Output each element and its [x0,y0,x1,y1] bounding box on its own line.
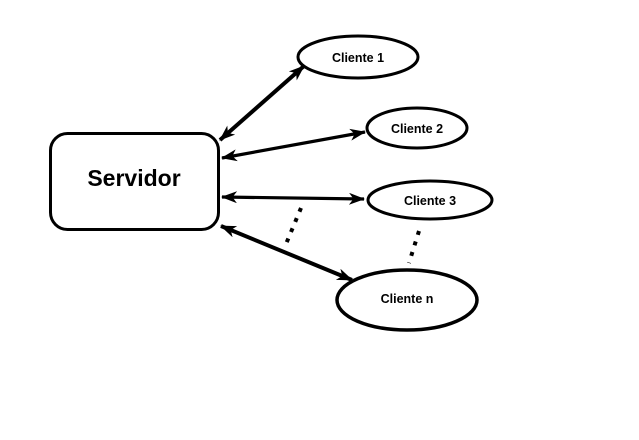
client-ellipse-2 [365,106,469,150]
client-label-n: Cliente n [381,292,434,306]
arrow-server-cliente-3 [221,191,365,205]
ellipsis-dots-left [284,207,303,245]
server-box [49,132,220,231]
client-ellipse-1 [296,34,420,80]
arrow-server-cliente-2 [221,128,366,162]
client-label-3: Cliente 3 [404,194,456,208]
client-ellipse-n [335,268,479,332]
ellipsis-dots-right [407,230,421,264]
client-label-2: Cliente 2 [391,122,443,136]
server-label: Servidor [87,165,180,191]
client-label-1: Cliente 1 [332,51,384,65]
client-ellipse-3 [366,179,494,221]
arrow-server-cliente-1 [218,64,306,142]
arrow-server-cliente-n [220,224,353,282]
